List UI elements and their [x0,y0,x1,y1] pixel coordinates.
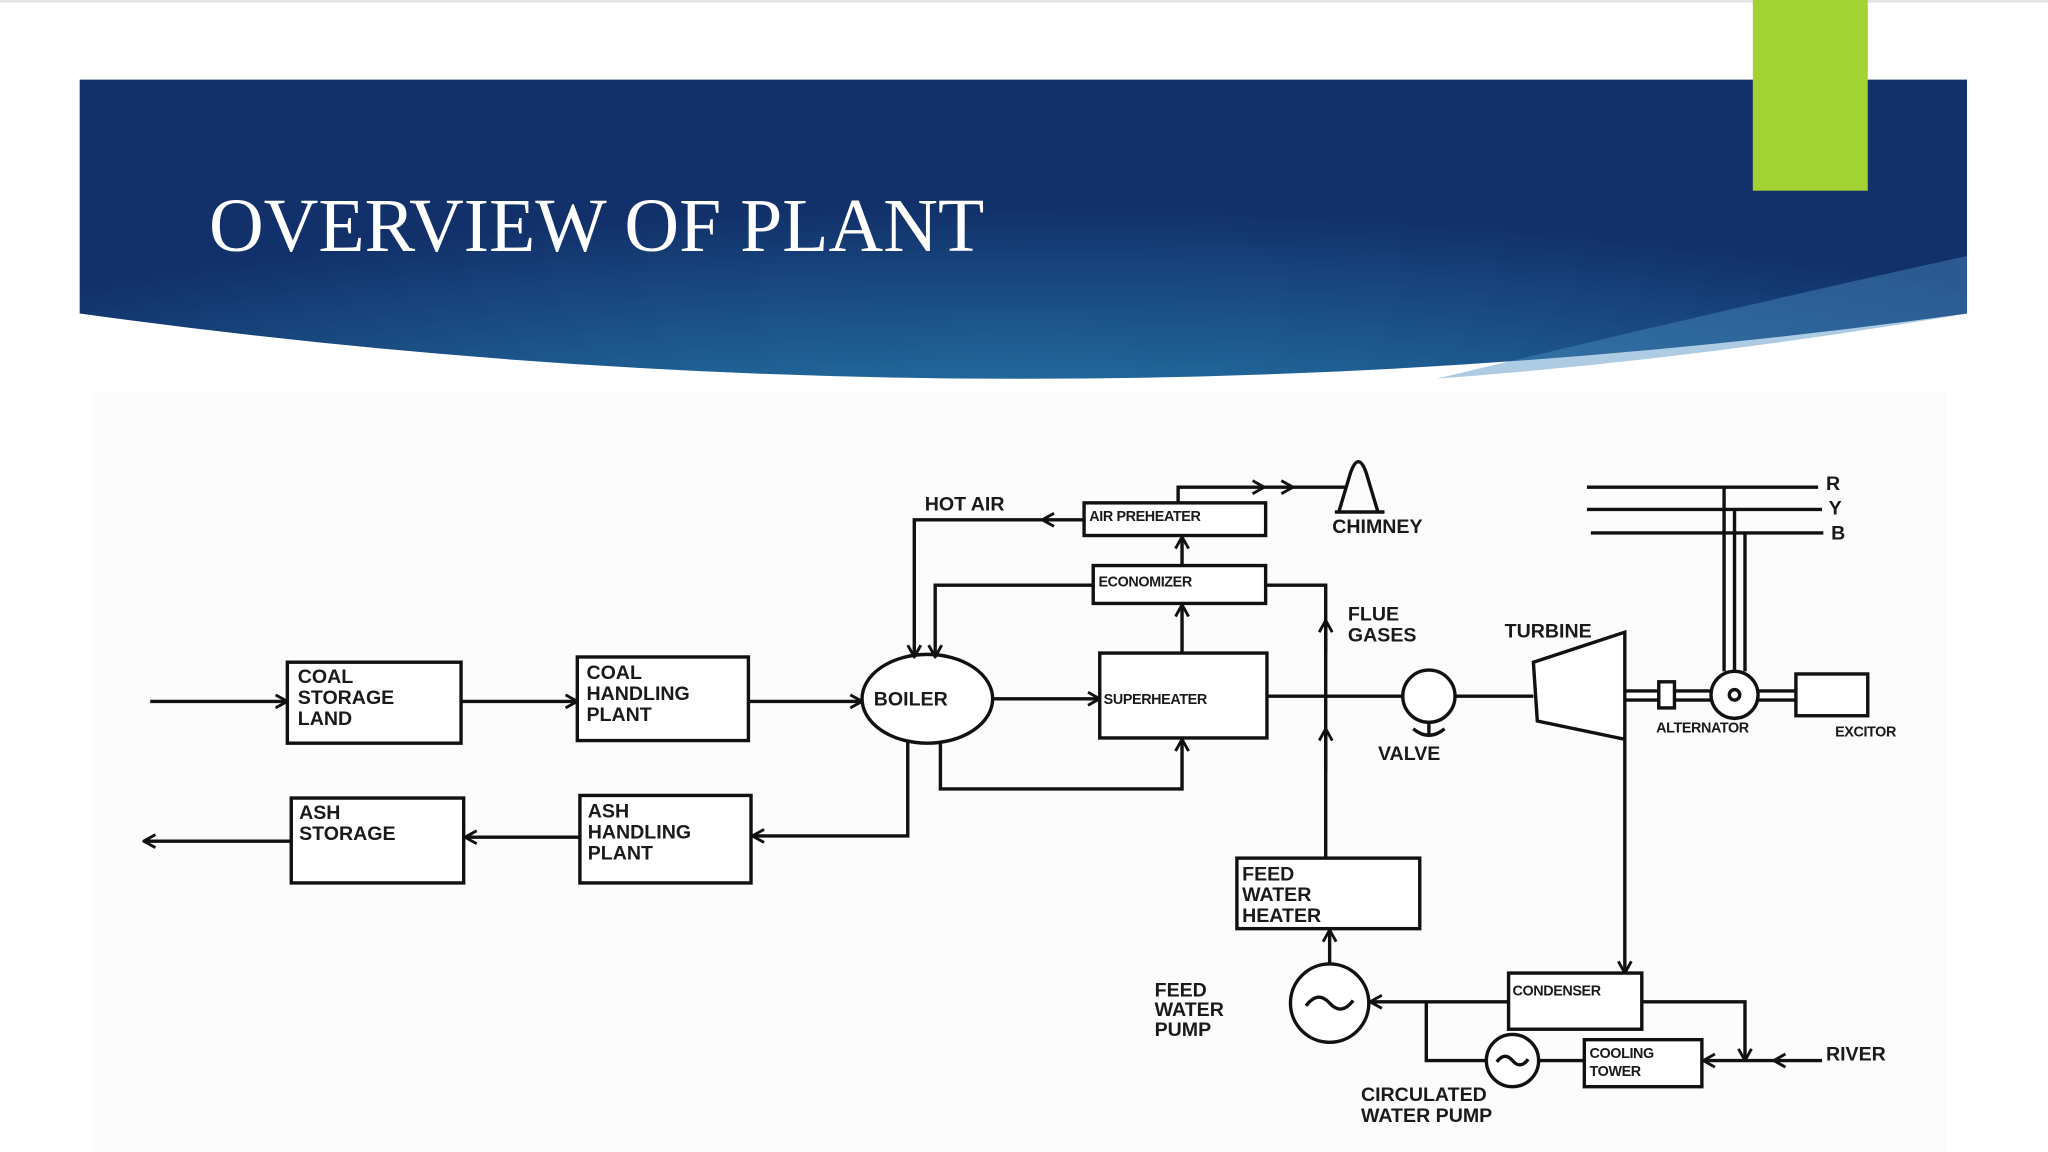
header-band [79,79,1968,379]
phase-y-label: Y [1829,498,1842,520]
alternator-label: ALTERNATOR [1656,721,1750,737]
circulated-water-pump-label: CIRCULATED [1361,1084,1487,1106]
header-sweep [1436,256,1968,379]
superheater-label: SUPERHEATER [1104,692,1208,708]
tilde-icon [1304,995,1355,1011]
alternator-rotor-icon [1727,687,1742,702]
coal-storage-label: LAND [298,708,352,730]
feed-water-heater-label: HEATER [1242,905,1321,927]
coal-handling-box [575,655,751,743]
ash-handling-box [578,793,753,885]
circ-line [1424,1001,1487,1063]
chimney-icon [1334,460,1385,514]
ash-storage-box [289,796,466,885]
valve-icon [1401,668,1457,724]
ash-handling-label: PLANT [588,842,653,864]
hot-air-label: HOT AIR [925,494,1005,516]
boiler-superheater-loop [938,739,1182,791]
flue-gases-label: FLUE [1348,603,1399,625]
air-preheater-label: AIR PREHEATER [1089,509,1201,525]
feed-water-pump-label: WATER [1155,999,1224,1021]
air-preheater-box [1082,501,1268,538]
bus-bars [1586,485,1824,535]
feed-water-heater-label: WATER [1242,884,1311,906]
phase-r-label: R [1826,473,1840,495]
top-border [0,0,2048,3]
condenser-label: CONDENSER [1512,983,1601,999]
valve-label: VALVE [1378,743,1440,765]
turbine-label: TURBINE [1505,620,1592,642]
coal-handling-label: HANDLING [586,683,689,705]
flue-to-chimney-line [1176,487,1264,503]
feed-water-pump-label: PUMP [1155,1019,1212,1041]
ash-handling-label: ASH [588,801,629,823]
economizer-label: ECONOMIZER [1098,574,1192,590]
feed-water-heater-label: FEED [1242,863,1294,885]
ash-line [752,741,910,836]
tilde-icon [1495,1054,1530,1067]
feed-water-pump-label: FEED [1155,980,1207,1002]
economizer-box [1091,563,1268,606]
economizer-feed-line [935,583,1094,657]
phase-b-label: B [1831,522,1845,544]
accent-green-bar [1752,0,1868,191]
boiler-label: BOILER [874,688,948,710]
coupling [1657,680,1677,710]
valve-handle-icon [1412,722,1446,738]
plant-diagram: COAL STORAGE LAND COAL HANDLING PLANT BO… [144,460,1897,1127]
excitor-box [1794,672,1870,718]
cooling-tower-label: COOLING [1590,1046,1654,1062]
coal-storage-box [285,660,463,745]
circulated-water-pump-label: WATER PUMP [1361,1105,1492,1127]
river-label: RIVER [1826,1044,1886,1066]
coal-storage-label: COAL [298,666,354,688]
diagram-area [91,391,1947,1152]
flue-gases-label: GASES [1348,624,1417,646]
condenser-box [1506,971,1644,1031]
coal-handling-label: PLANT [586,704,651,726]
cooling-tower-box [1582,1037,1704,1089]
ash-storage-label: STORAGE [299,823,395,845]
ash-handling-label: HANDLING [588,822,691,844]
alternator-leads [1722,487,1747,672]
alternator-icon [1709,669,1760,721]
cooling-tower-label: TOWER [1590,1064,1642,1080]
feed-water-heater-box [1235,856,1422,931]
page-title: OVERVIEW OF PLANT [209,184,984,268]
chimney-label: CHIMNEY [1332,516,1422,538]
coal-storage-label: STORAGE [298,687,394,709]
superheater-box [1098,651,1269,740]
coal-handling-label: COAL [586,662,642,684]
hot-air-line [914,518,1045,657]
ash-storage-label: ASH [299,802,340,824]
condenser-outlet-line [1641,1000,1745,1061]
excitor-label: EXCITOR [1835,725,1897,741]
